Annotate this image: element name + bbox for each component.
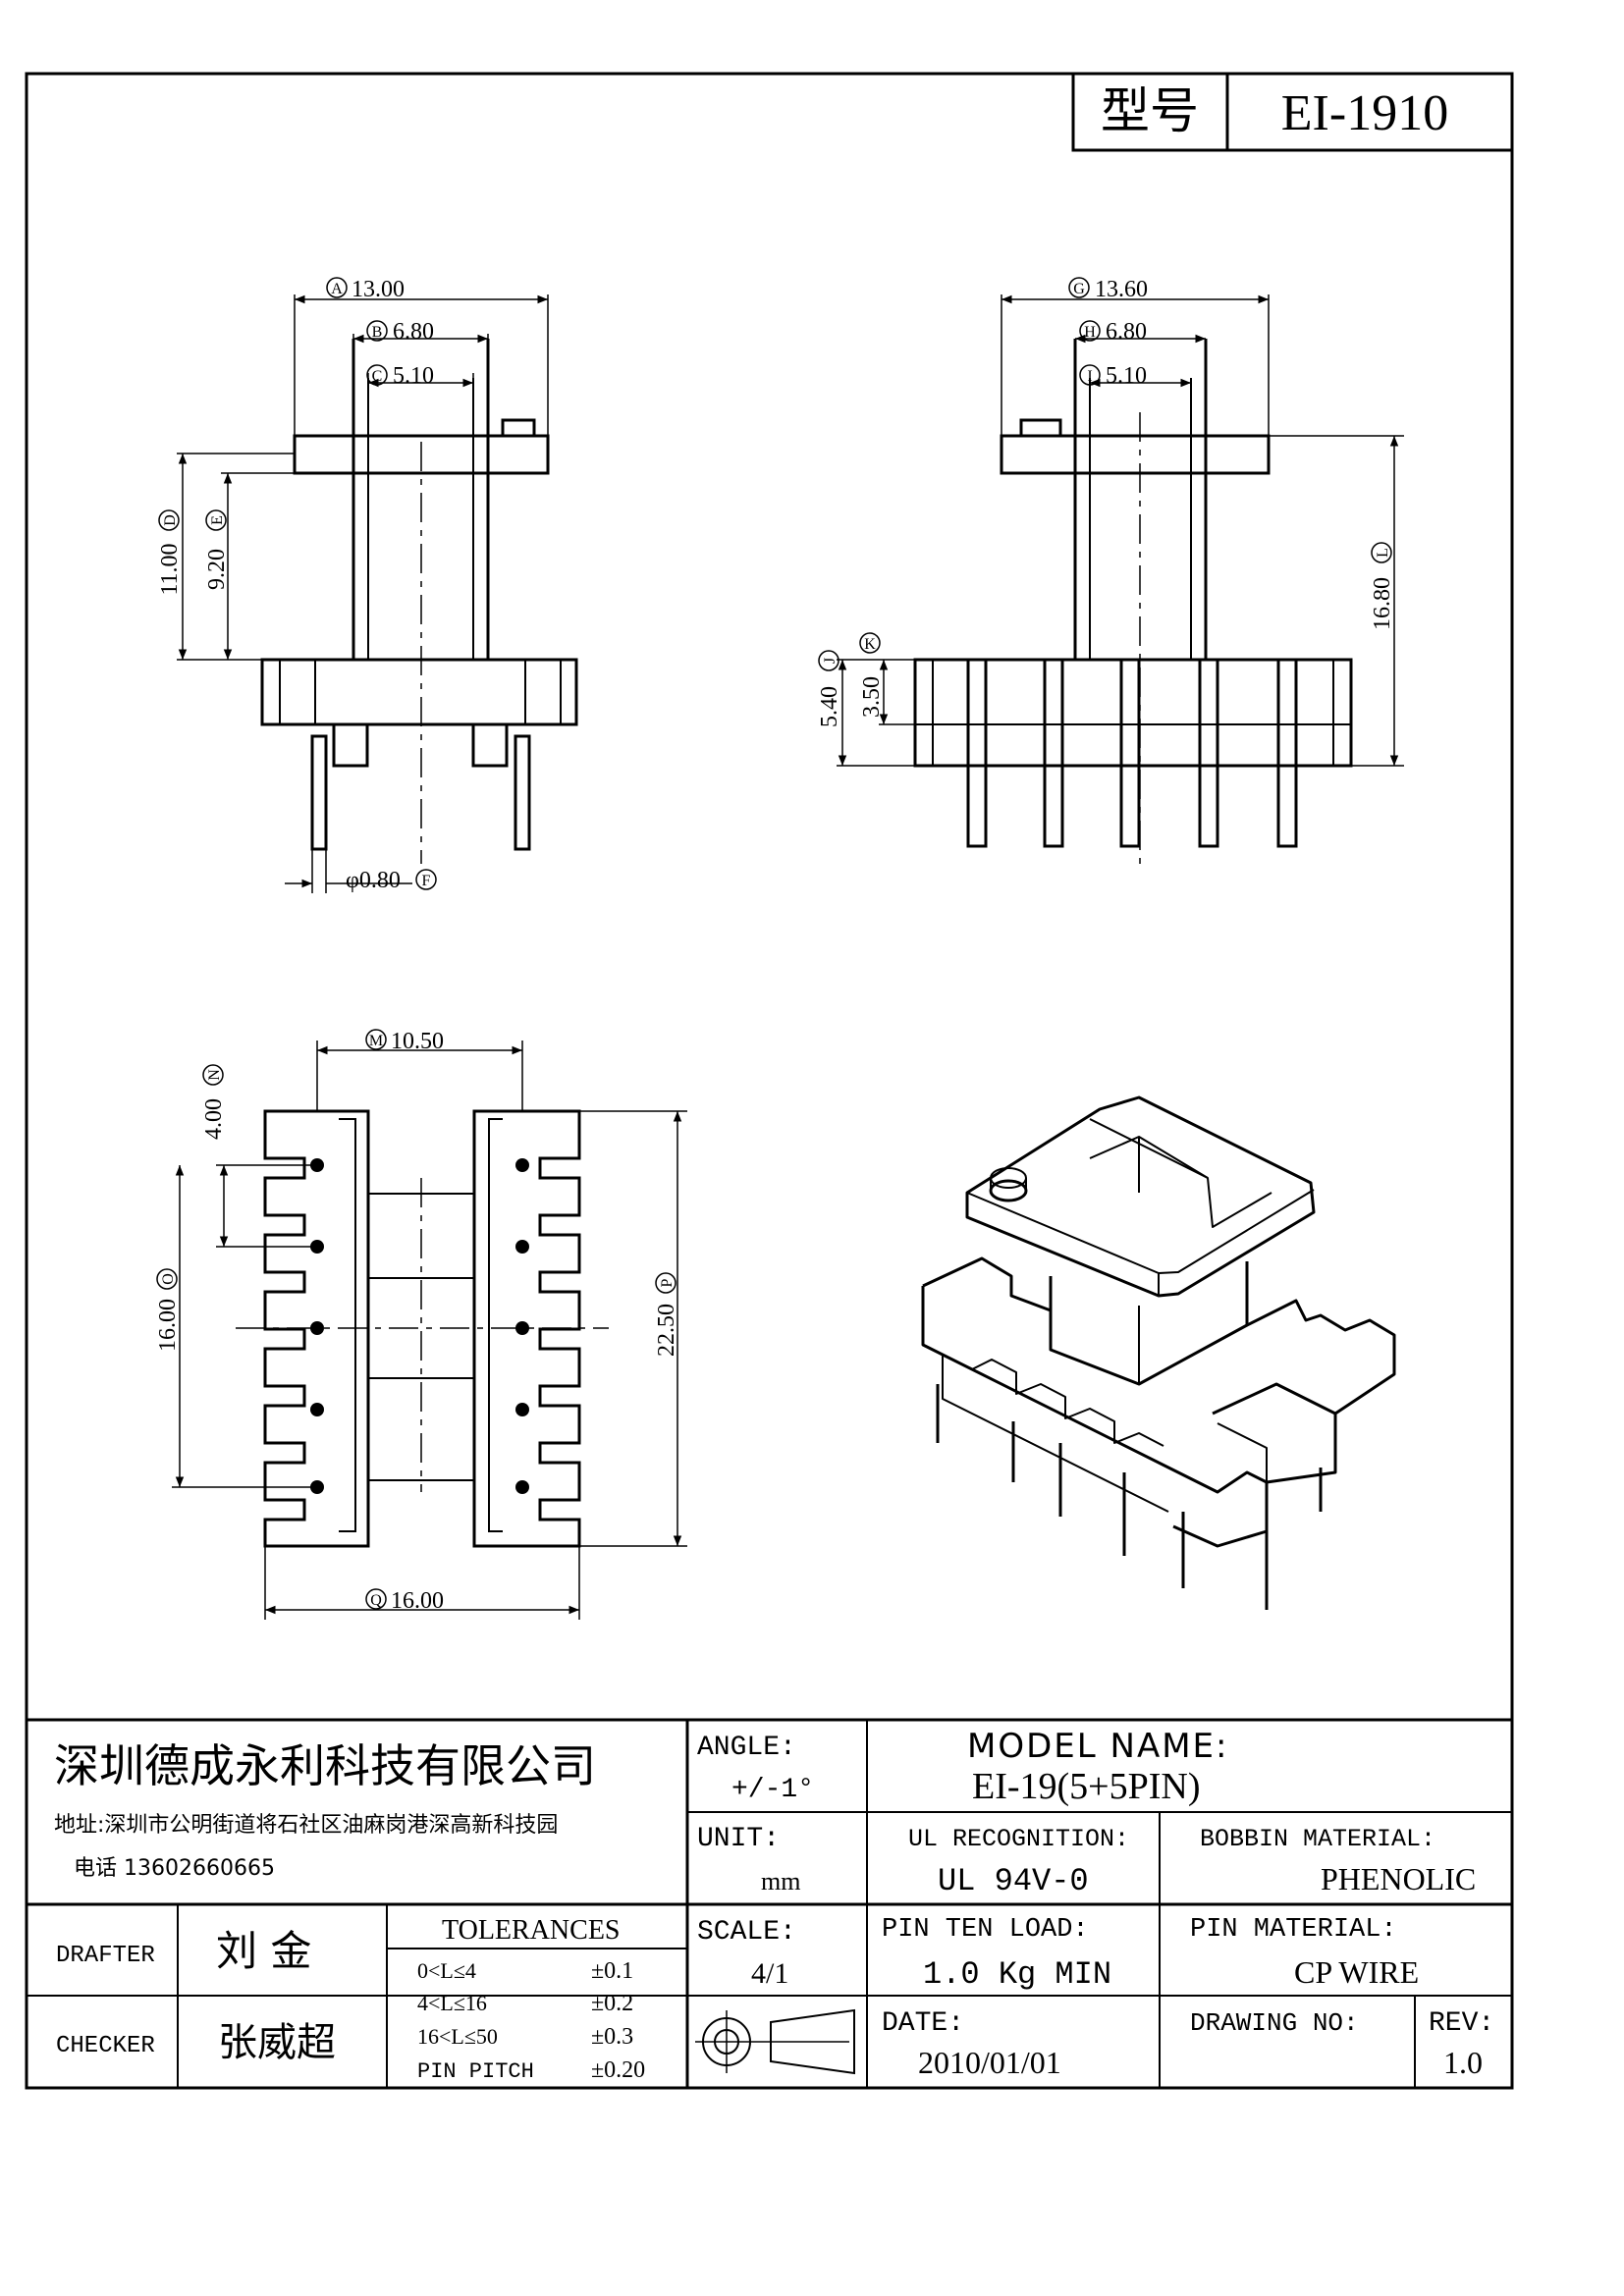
- pin-material-value: CP WIRE: [1294, 1954, 1419, 1990]
- svg-text:J: J: [822, 658, 839, 664]
- isometric-view: [921, 1095, 1396, 1610]
- dim-i: 5.10: [1106, 363, 1147, 389]
- side-view-labels: G 13.60 H 6.80 I 5.10 5.40 J 3.50 K 16.8…: [817, 277, 1395, 727]
- company-address: 地址:深圳市公明街道将石社区油麻岗港深高新科技园: [54, 1813, 558, 1838]
- svg-text:B: B: [372, 324, 383, 341]
- pin-load-value: 1.0 Kg MIN: [923, 1956, 1111, 1993]
- model-header: 型号 EI-1910: [1071, 72, 1514, 152]
- svg-text:Q: Q: [370, 1592, 382, 1609]
- drafter-value: 刘 金: [216, 1927, 311, 1975]
- svg-text:C: C: [372, 368, 383, 385]
- dim-f: φ0.80: [346, 868, 401, 893]
- svg-text:H: H: [1084, 324, 1096, 341]
- tol-range-0: 0<L≤4: [417, 1958, 476, 1983]
- bottom-view-dims: [175, 1045, 682, 1615]
- svg-text:L: L: [1375, 548, 1391, 558]
- dim-n: 4.00: [201, 1098, 227, 1140]
- svg-text:K: K: [864, 636, 876, 653]
- sheet-border: [25, 72, 1514, 2090]
- svg-text:G: G: [1073, 281, 1085, 297]
- pin-load-label: PIN TEN LOAD:: [882, 1915, 1089, 1945]
- drafter-label: DRAFTER: [56, 1943, 155, 1969]
- svg-text:O: O: [160, 1273, 177, 1285]
- projection-symbol-icon: [695, 2008, 855, 2075]
- unit-label: UNIT:: [697, 1824, 780, 1854]
- angle-value: +/-1°: [731, 1775, 814, 1805]
- dim-a: 13.00: [352, 277, 405, 302]
- model-header-label: 型号: [1101, 82, 1199, 139]
- scale-label: SCALE:: [697, 1917, 796, 1948]
- tol-value-2: ±0.3: [591, 2024, 633, 2050]
- checker-label: CHECKER: [56, 2033, 155, 2059]
- dim-o: 16.00: [155, 1299, 181, 1352]
- dim-k: 3.50: [859, 676, 885, 718]
- title-block-grid: [27, 1718, 1512, 2088]
- dim-b: 6.80: [393, 319, 434, 345]
- svg-text:F: F: [422, 873, 431, 889]
- bottom-view-labels: M 10.50 4.00 N 16.00 O 22.50 P Q 16.00: [155, 1029, 679, 1614]
- dim-j: 5.40: [817, 686, 842, 727]
- tol-value-3: ±0.20: [591, 2057, 645, 2083]
- svg-text:E: E: [209, 515, 226, 525]
- svg-text:P: P: [659, 1278, 676, 1287]
- dim-c: 5.10: [393, 363, 434, 389]
- drawing-no-label: DRAWING NO:: [1190, 2008, 1359, 2038]
- svg-text:M: M: [369, 1033, 383, 1049]
- pin-material-label: PIN MATERIAL:: [1190, 1915, 1397, 1945]
- svg-text:A: A: [331, 281, 343, 297]
- bottom-view-pins: [310, 1158, 529, 1494]
- bottom-view: [172, 1041, 687, 1620]
- angle-label: ANGLE:: [697, 1733, 796, 1763]
- front-view-dims: [178, 294, 548, 888]
- svg-text:I: I: [1087, 368, 1092, 385]
- model-name-label: MODEL NAME:: [967, 1727, 1228, 1766]
- svg-text:D: D: [162, 514, 179, 526]
- side-view: [837, 294, 1404, 864]
- rev-value: 1.0: [1443, 2045, 1483, 2080]
- tol-value-0: ±0.1: [591, 1958, 633, 1984]
- dim-q: 16.00: [391, 1588, 444, 1614]
- dim-h: 6.80: [1106, 319, 1147, 345]
- dim-d: 11.00: [157, 543, 183, 595]
- model-header-value: EI-1910: [1281, 85, 1448, 141]
- dim-m: 10.50: [391, 1029, 444, 1054]
- model-name-value: EI-19(5+5PIN): [972, 1766, 1201, 1807]
- tol-range-3: PIN PITCH: [417, 2059, 534, 2084]
- unit-value: mm: [761, 1867, 800, 1896]
- front-view: [177, 294, 578, 893]
- tol-range-2: 16<L≤50: [417, 2024, 498, 2049]
- tolerances-label: TOLERANCES: [442, 1915, 621, 1946]
- title-block-text: 深圳德成永利科技有限公司 地址:深圳市公明街道将石社区油麻岗港深高新科技园 电话…: [54, 1727, 1494, 2084]
- date-label: DATE:: [882, 2008, 964, 2039]
- company-phone: 电话 13602660665: [74, 1856, 275, 1881]
- checker-value: 张威超: [218, 2020, 336, 2065]
- dim-g: 13.60: [1095, 277, 1148, 302]
- dim-l: 16.80: [1370, 577, 1395, 630]
- scale-value: 4/1: [751, 1957, 788, 1990]
- bobbin-label: BOBBIN MATERIAL:: [1200, 1825, 1435, 1853]
- date-value: 2010/01/01: [918, 2045, 1061, 2080]
- svg-text:N: N: [206, 1069, 223, 1081]
- dim-p: 22.50: [654, 1304, 679, 1357]
- ul-value: UL 94V-0: [938, 1863, 1089, 1899]
- tol-range-1: 4<L≤16: [417, 1991, 487, 2015]
- rev-label: REV:: [1429, 2008, 1494, 2039]
- ul-label: UL RECOGNITION:: [908, 1825, 1129, 1853]
- front-view-labels: A 13.00 B 6.80 C 5.10 11.00 D 9.20 E φ0.…: [157, 277, 437, 893]
- company-name: 深圳德成永利科技有限公司: [54, 1739, 596, 1792]
- dim-e: 9.20: [204, 549, 230, 590]
- tol-value-1: ±0.2: [591, 1991, 633, 2016]
- bobbin-value: PHENOLIC: [1321, 1861, 1476, 1896]
